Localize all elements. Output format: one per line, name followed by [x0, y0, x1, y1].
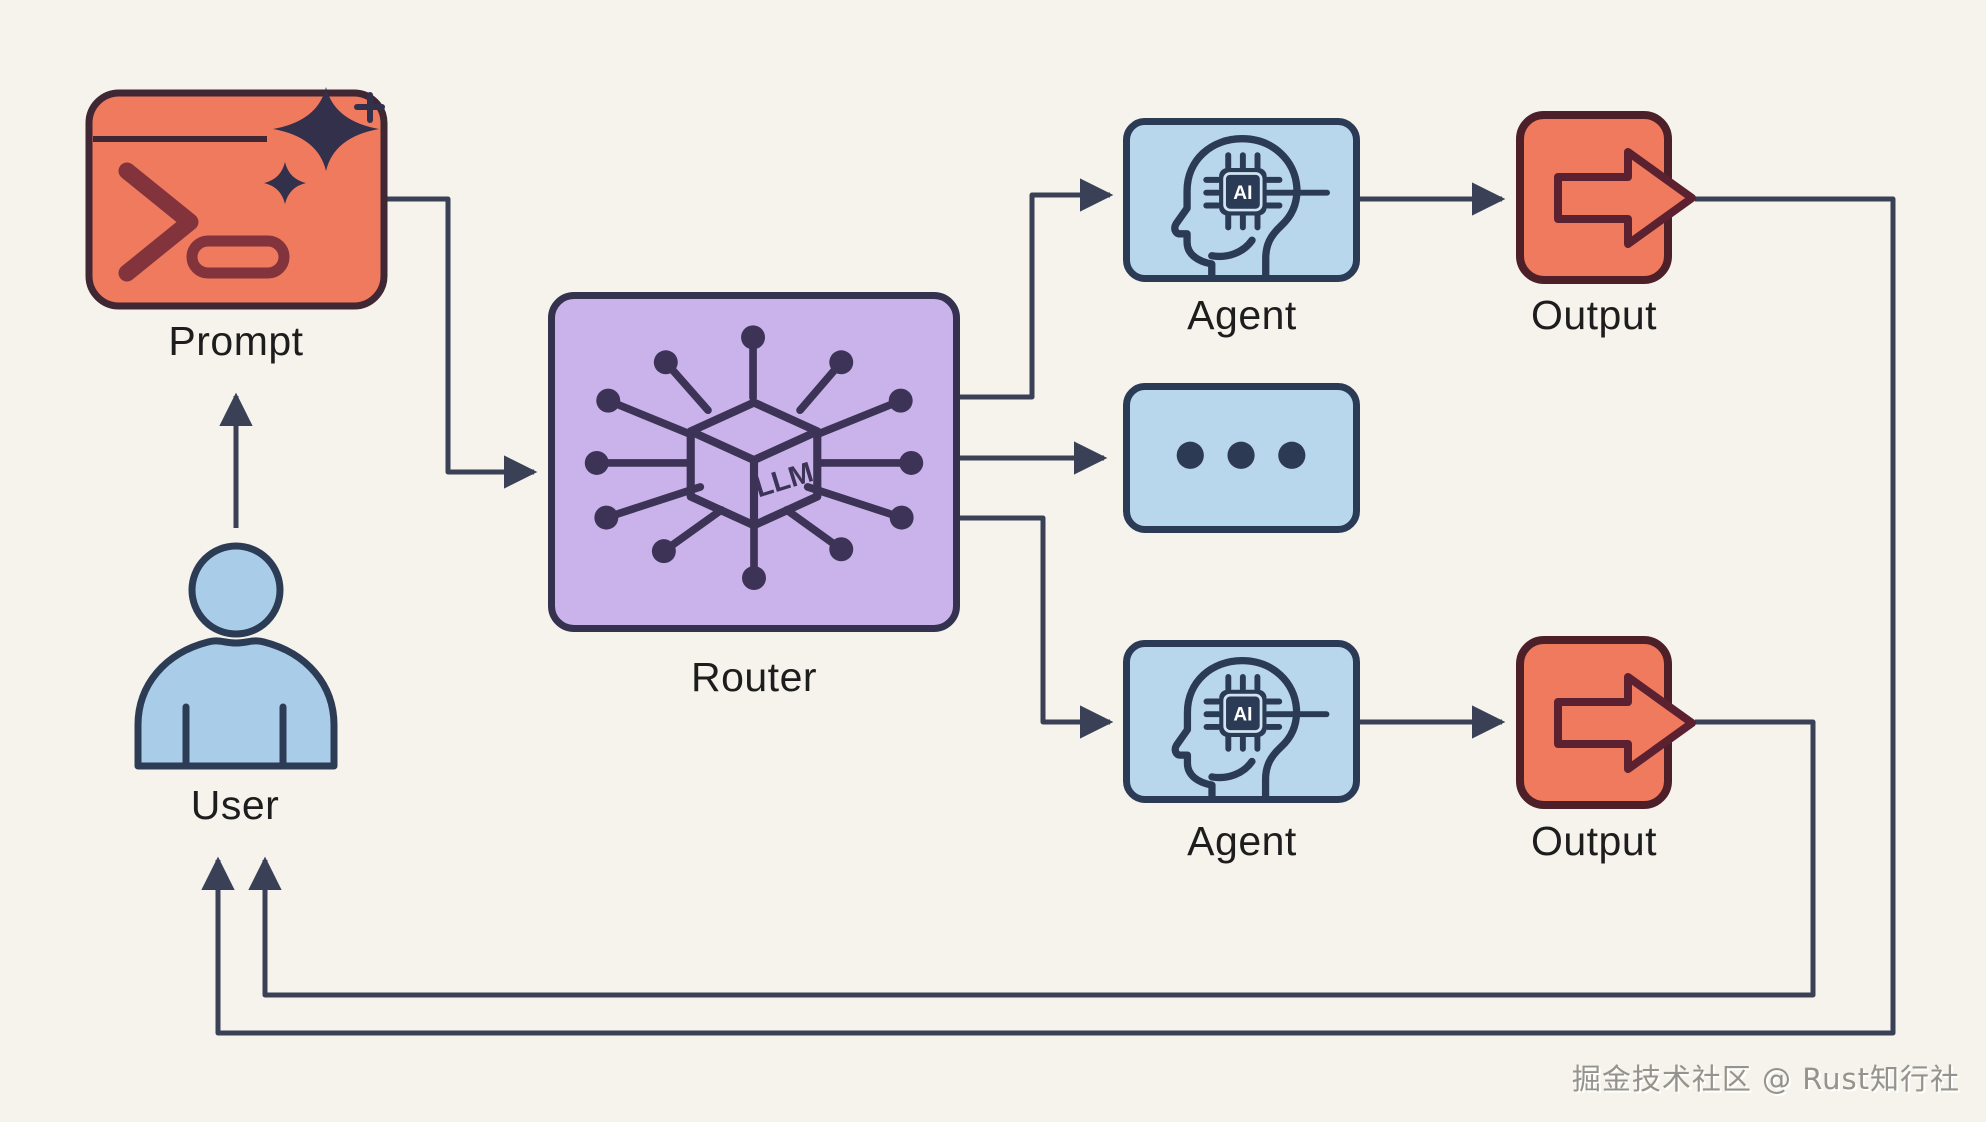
- person-icon: [134, 542, 338, 770]
- edge-output-top-to-user: [201, 196, 1896, 1036]
- output-bottom-label: Output: [1530, 818, 1658, 864]
- node-router: LLM: [548, 292, 960, 632]
- edge-router-to-agent-bottom: [958, 515, 1114, 739]
- agent-bottom-label: Agent: [1187, 818, 1297, 864]
- sparkle-large-icon: [273, 87, 379, 171]
- node-agent-bottom: AI: [1123, 640, 1360, 803]
- node-output-top: [1513, 108, 1705, 290]
- agent-top-label: Agent: [1187, 292, 1297, 338]
- sparkle-small-icon: [264, 162, 306, 204]
- node-user: [125, 535, 347, 770]
- sparkle-plus-icon: [354, 92, 385, 123]
- edge-output-bottom-to-user: [248, 719, 1816, 998]
- node-more-agents: [1123, 383, 1360, 533]
- node-output-bottom: [1513, 633, 1705, 815]
- terminal-sparkle-icon: [85, 87, 388, 310]
- export-arrow-icon: [1516, 111, 1696, 284]
- prompt-label: Prompt: [168, 318, 304, 364]
- watermark: 掘金技术社区 @ Rust知行社: [1571, 1062, 1960, 1096]
- router-label: Router: [690, 654, 818, 700]
- llm-network-cube-icon: LLM: [584, 325, 924, 591]
- agent-chip-text: AI: [1233, 183, 1252, 204]
- edge-prompt-to-router: [380, 196, 538, 489]
- node-prompt: [85, 83, 405, 313]
- ellipsis-icon: [1176, 441, 1306, 469]
- output-top-label: Output: [1530, 292, 1658, 338]
- edge-router-to-agent-top: [958, 178, 1114, 400]
- user-label: User: [190, 782, 280, 828]
- ai-head-chip-icon: AI: [1171, 135, 1330, 275]
- export-arrow-icon: [1516, 636, 1696, 809]
- node-agent-top: AI: [1123, 118, 1360, 282]
- ai-head-chip-icon: AI: [1171, 656, 1330, 796]
- agent-chip-text: AI: [1233, 705, 1252, 726]
